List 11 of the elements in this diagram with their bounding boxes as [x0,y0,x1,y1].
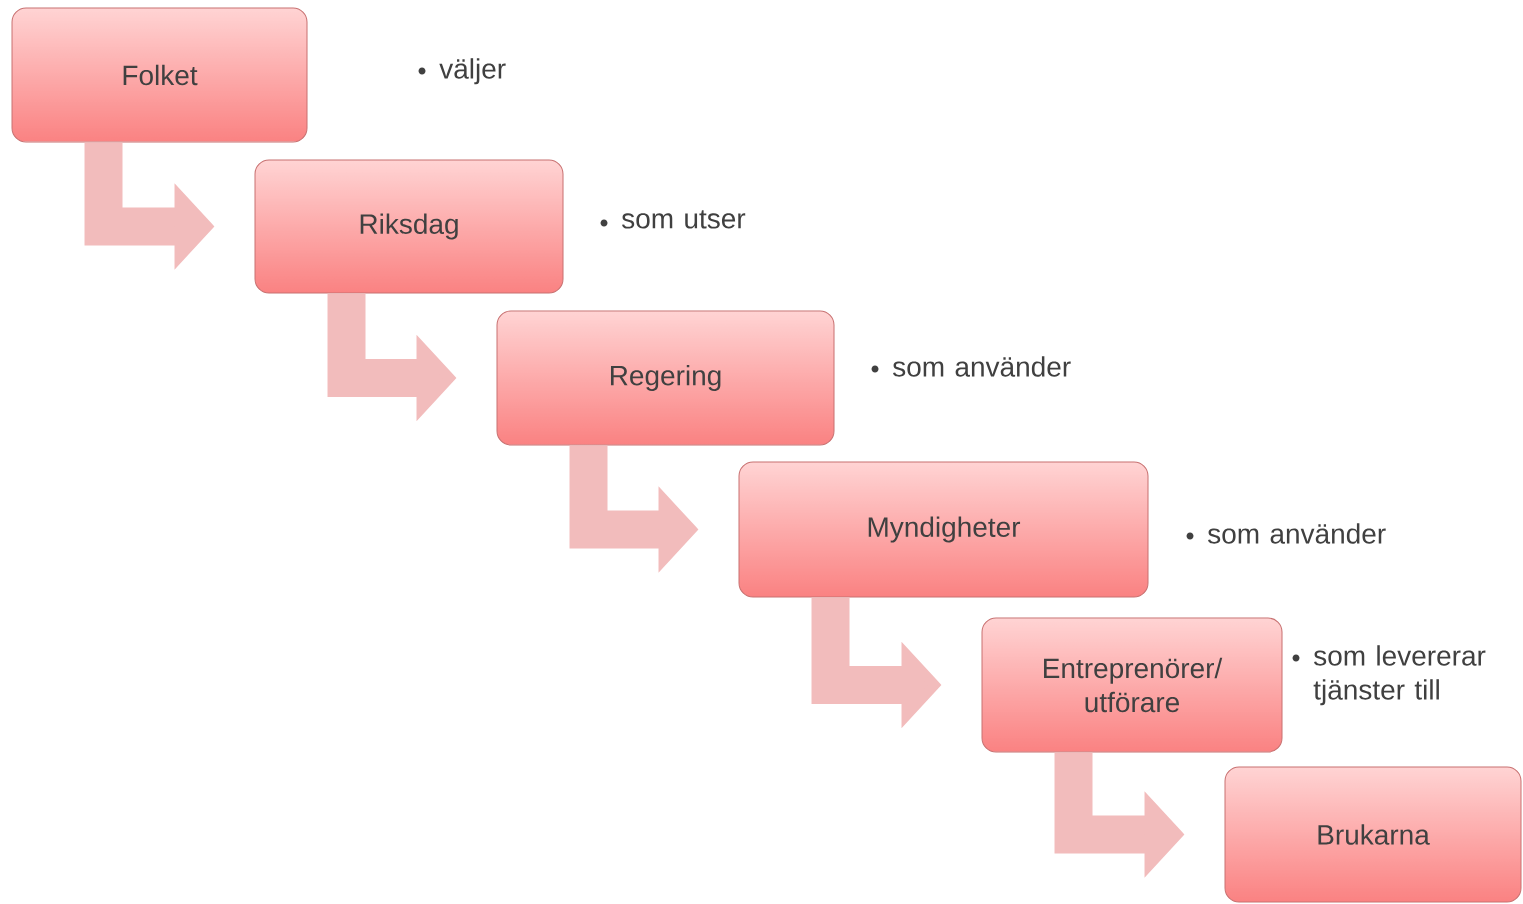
process-box: Riksdag [254,159,564,294]
bullet-text: väljer [439,58,506,85]
bullet-text: som använder [1208,523,1386,544]
process-box: Myndigheter [738,461,1149,598]
process-box: Brukarna [1224,766,1522,903]
bullet-text: som utser [622,210,746,229]
process-box: Folket [11,7,308,143]
process-box: Regering [496,310,835,446]
bullet-text: som använder [893,356,1071,377]
bullet-text: som levererar tjänster till [1313,645,1486,706]
process-box: Entreprenörer/ utförare [981,617,1283,753]
